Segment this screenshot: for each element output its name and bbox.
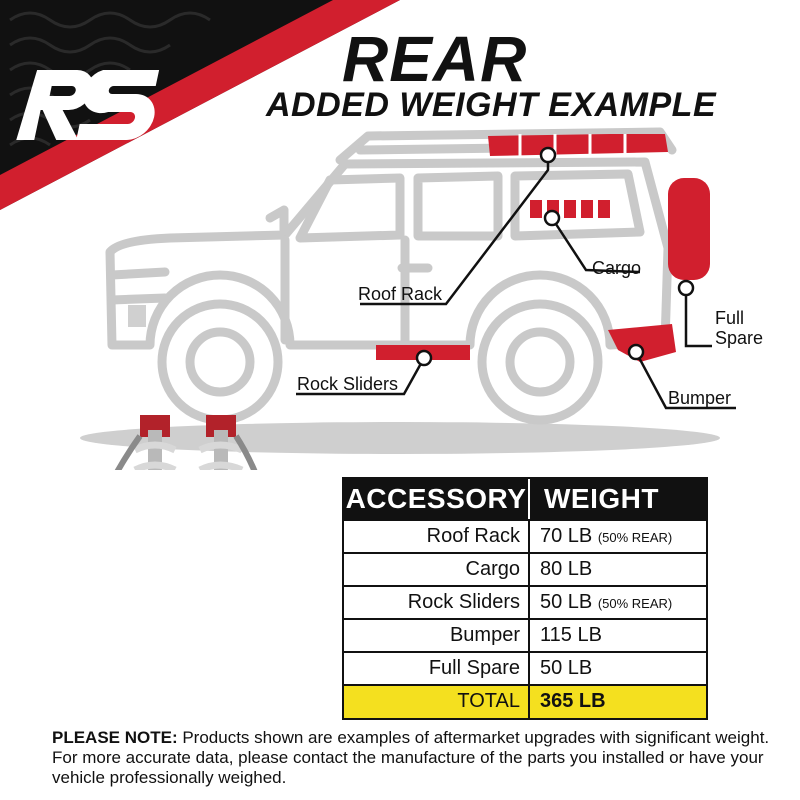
weight-value: 80 LB xyxy=(540,558,593,580)
cell-weight: 50 LB xyxy=(530,653,706,684)
weight-value: 50 LB xyxy=(540,591,593,613)
roof-rack-slats xyxy=(518,134,627,156)
table-row: Rock Sliders 50 LB (50% REAR) xyxy=(344,585,706,618)
page-subtitle: ADDED WEIGHT EXAMPLE xyxy=(266,86,717,124)
cell-weight: 80 LB xyxy=(530,554,706,585)
cell-weight: 50 LB (50% REAR) xyxy=(530,587,706,618)
disclaimer-lead: PLEASE NOTE: xyxy=(52,728,178,747)
callout-rock-sliders: Rock Sliders xyxy=(297,374,399,394)
weight-table: ACCESSORY WEIGHT Roof Rack 70 LB (50% RE… xyxy=(342,477,708,720)
callout-full-spare-line2: Spare xyxy=(715,328,764,348)
cell-weight: 115 LB xyxy=(530,620,706,651)
disclaimer-note: PLEASE NOTE: Products shown are examples… xyxy=(52,728,772,788)
full-spare-accent xyxy=(668,178,710,280)
coilover-shock-left xyxy=(114,415,177,470)
cell-weight: 70 LB (50% REAR) xyxy=(530,521,706,552)
table-row: Roof Rack 70 LB (50% REAR) xyxy=(344,519,706,552)
table-total-row: TOTAL 365 LB xyxy=(344,684,706,718)
header-accessory: ACCESSORY xyxy=(344,479,530,519)
vehicle-outline xyxy=(105,127,677,425)
roof-rack-accent xyxy=(488,134,668,156)
disclaimer-text: Products shown are examples of aftermark… xyxy=(52,728,770,787)
cargo-accent xyxy=(530,200,610,218)
header-weight: WEIGHT xyxy=(544,483,659,514)
coilover-shock-right xyxy=(198,415,258,470)
vehicle-illustration xyxy=(80,127,736,470)
weight-value: 50 LB xyxy=(540,657,593,679)
callout-full-spare: Full Spare xyxy=(715,308,763,348)
table-row: Bumper 115 LB xyxy=(344,618,706,651)
rs-logo xyxy=(16,70,160,140)
page-title: REAR xyxy=(342,23,528,95)
weight-note: (50% REAR) xyxy=(597,530,673,545)
total-value: 365 LB xyxy=(540,690,606,712)
leader-lines xyxy=(296,146,736,410)
table-row: Full Spare 50 LB xyxy=(344,651,706,684)
cell-accessory: Roof Rack xyxy=(344,521,530,552)
headlight xyxy=(128,305,146,327)
weight-value: 115 LB xyxy=(540,624,602,646)
callout-full-spare-line1: Full xyxy=(715,308,745,328)
callout-cargo: Cargo xyxy=(592,258,642,278)
cell-accessory: Bumper xyxy=(344,620,530,651)
weight-value: 70 LB xyxy=(540,525,593,547)
brand-corner-banner xyxy=(0,0,400,210)
callout-roof-rack: Roof Rack xyxy=(358,284,443,304)
table-header: ACCESSORY WEIGHT xyxy=(344,479,706,519)
callout-bumper: Bumper xyxy=(668,388,732,408)
ground-shadow xyxy=(80,422,720,454)
corner-red-stripe xyxy=(0,0,400,210)
bumper-accent xyxy=(608,324,676,362)
cell-accessory: Full Spare xyxy=(344,653,530,684)
cell-accessory: Rock Sliders xyxy=(344,587,530,618)
weight-note: (50% REAR) xyxy=(597,596,673,611)
cell-accessory: Cargo xyxy=(344,554,530,585)
table-row: Cargo 80 LB xyxy=(344,552,706,585)
total-label: TOTAL xyxy=(344,686,530,718)
